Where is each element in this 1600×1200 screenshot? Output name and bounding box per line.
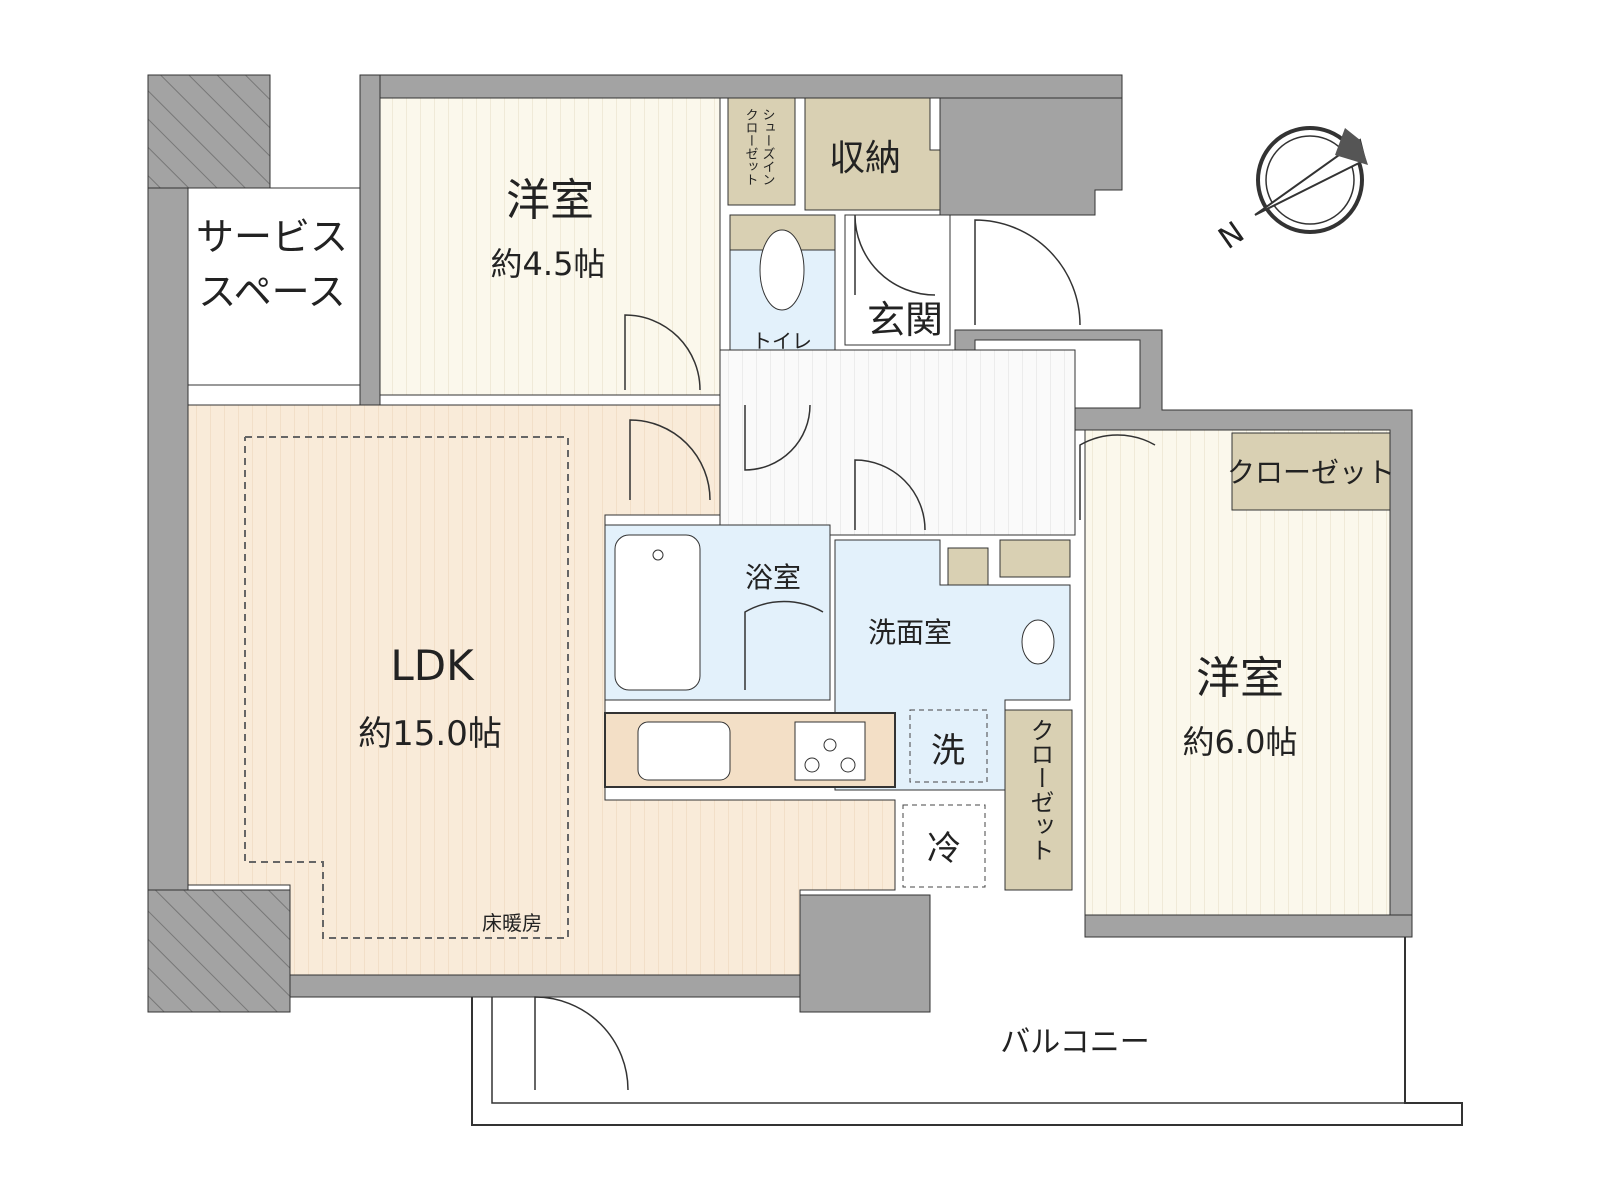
western-room-1-name: 洋室 <box>506 175 594 226</box>
bathroom-label: 浴室 <box>745 561 801 594</box>
ldk <box>187 404 896 976</box>
shoe-closet <box>727 97 796 206</box>
closet-2 <box>1004 709 1073 891</box>
toilet-bowl-icon <box>759 229 805 311</box>
western-room-1-size: 約4.5帖 <box>491 245 606 283</box>
hallway <box>719 349 1076 536</box>
shoe-closet-label-1: シューズイン <box>760 108 775 186</box>
washer-space <box>909 709 988 783</box>
balcony <box>471 937 1463 1126</box>
western-room-2-name: 洋室 <box>1196 653 1284 704</box>
sink-icon <box>1021 619 1055 665</box>
toilet-label: トイレ <box>752 329 812 353</box>
washer-label: 洗 <box>931 731 965 771</box>
ldk-size: 約15.0帖 <box>358 714 502 754</box>
shoe-closet-label-2: クローゼット <box>743 108 759 186</box>
closet-3-label: クローゼット <box>1227 456 1395 489</box>
western-room-1 <box>379 97 721 396</box>
washroom-label: 洗面室 <box>868 616 952 649</box>
service-space <box>187 187 361 386</box>
fridge-space <box>902 804 986 888</box>
fridge-label: 冷 <box>927 829 961 869</box>
service-space-label-1: サービス <box>196 215 348 259</box>
entrance <box>844 214 951 346</box>
floor-heating-label: 床暖房 <box>482 911 542 935</box>
closet-2-label: クローゼット <box>1026 718 1054 862</box>
western-room-2-size: 約6.0帖 <box>1183 723 1298 761</box>
ldk-name: LDK <box>390 641 475 690</box>
entrance-label: 玄関 <box>867 298 943 342</box>
floor-heating-area <box>244 436 569 939</box>
compass-icon: N <box>1212 126 1368 257</box>
western-room-2 <box>1084 429 1391 916</box>
bathtub-icon <box>614 534 701 691</box>
doors <box>534 214 1156 1091</box>
compass-north-label: N <box>1212 215 1250 257</box>
kitchen-sink-icon <box>637 721 731 781</box>
storage-label: 収納 <box>829 138 901 179</box>
balcony-label: バルコニー <box>1000 1025 1149 1060</box>
closet-3 <box>1231 432 1391 511</box>
storage <box>804 97 941 211</box>
service-space-label-2: スペース <box>198 270 345 314</box>
